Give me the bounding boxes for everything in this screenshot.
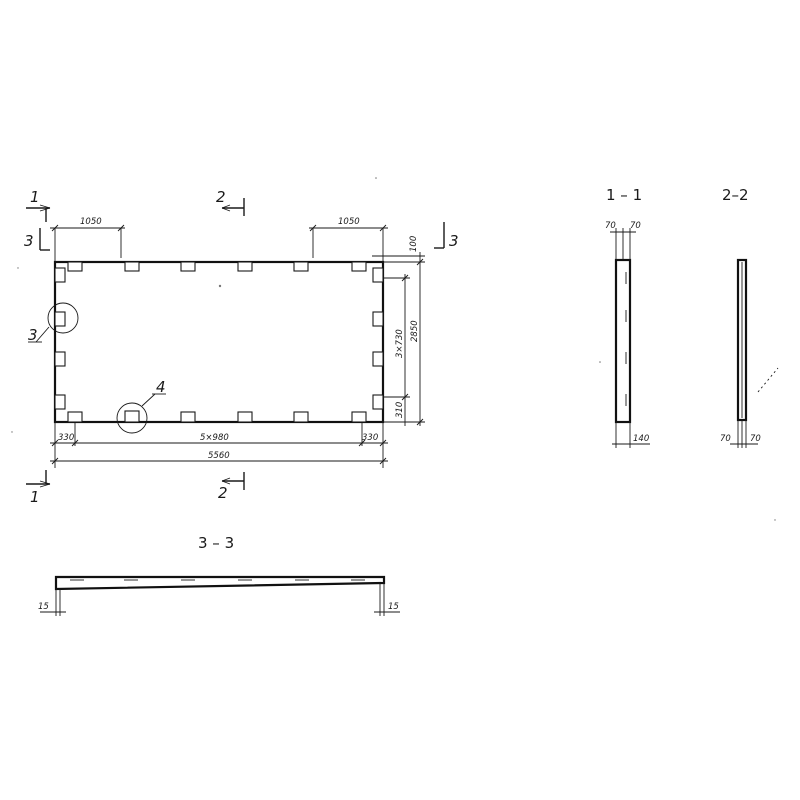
- embedded-part: [293, 411, 309, 423]
- embedded-part: [124, 410, 140, 423]
- dim-310: 310: [395, 402, 405, 418]
- embedded-parts-left: [54, 267, 66, 410]
- section-3-3-dim-15-right: 15: [388, 602, 399, 612]
- section-2-2: 2–2 70 70: [720, 186, 779, 448]
- cut-1-marker-top: 1: [26, 188, 51, 222]
- section-1-1-dim-70a: 70: [605, 221, 616, 231]
- embedded-parts-top: [67, 261, 367, 272]
- section-2-2-dim-70a: 70: [720, 434, 731, 444]
- dim-100: 100: [409, 236, 419, 252]
- embedded-part: [237, 411, 253, 423]
- embedded-part: [351, 261, 367, 272]
- section-3-3-title: 3 – 3: [198, 534, 234, 552]
- cut-2-marker-top: 2: [216, 188, 245, 216]
- node-3-circle: [47, 302, 79, 334]
- dim-5560: 5560: [208, 451, 230, 461]
- scan-noise: [11, 177, 776, 521]
- node-4-circle: [116, 402, 148, 434]
- dim-3x730: 3×730: [395, 329, 405, 358]
- embedded-part: [372, 267, 384, 283]
- embedded-part: [372, 394, 384, 410]
- slab-outline: [53, 260, 385, 424]
- embedded-part: [180, 411, 196, 423]
- node-3-label: 3: [28, 326, 38, 344]
- embedded-part: [54, 311, 66, 327]
- section-3-3-slab: [54, 575, 386, 591]
- section-1-1-title: 1 – 1: [606, 186, 642, 204]
- center-mark: [218, 284, 222, 288]
- cut-1-marker-bottom: 1: [26, 470, 51, 506]
- cut-3-marker-left: 3: [24, 228, 50, 251]
- section-3-3: 3 – 3 15 15: [38, 534, 400, 616]
- embedded-part: [237, 261, 253, 272]
- embedded-part: [180, 261, 196, 272]
- embedded-part: [54, 267, 66, 283]
- dim-330-right: 330: [362, 433, 378, 443]
- embedded-part: [54, 394, 66, 410]
- cut-3-label-left: 3: [24, 232, 34, 250]
- embedded-part: [372, 351, 384, 367]
- node-4-label: 4: [156, 378, 166, 396]
- embedded-part: [351, 411, 367, 423]
- section-1-1-dim-140: 140: [633, 434, 649, 444]
- embedded-part: [54, 351, 66, 367]
- section-1-1-slab: [614, 258, 632, 424]
- dim-5x980: 5×980: [200, 433, 229, 443]
- dim-2850: 2850: [410, 320, 420, 342]
- section-1-1: 1 – 1 70 70 140: [605, 186, 650, 448]
- cut-1-label-bottom: 1: [30, 488, 40, 506]
- dim-330-left: 330: [58, 433, 74, 443]
- cut-2-label-bottom: 2: [218, 484, 228, 502]
- embedded-part: [293, 261, 309, 272]
- section-3-3-dim-15-left: 15: [38, 602, 49, 612]
- embedded-parts-right: [372, 267, 384, 410]
- cut-1-label-top: 1: [30, 188, 40, 206]
- cut-2-label-top: 2: [216, 188, 226, 206]
- embedded-part: [67, 261, 83, 272]
- dim-1050-left: 1050: [80, 217, 102, 227]
- cut-3-label-right: 3: [449, 232, 459, 250]
- section-1-1-dim-70b: 70: [630, 221, 641, 231]
- section-2-2-dim-70b: 70: [750, 434, 761, 444]
- embedded-parts-bottom: [67, 410, 367, 423]
- cut-2-marker-bottom: 2: [218, 472, 245, 502]
- embedded-part: [372, 311, 384, 327]
- embedded-part: [67, 411, 83, 423]
- section-2-2-title: 2–2: [722, 186, 749, 204]
- plan-view: 3 4 1050 1050 100 3×730 2850 310: [24, 188, 459, 506]
- cut-3-marker-right: 3: [434, 222, 459, 250]
- dim-1050-right: 1050: [338, 217, 360, 227]
- embedded-part: [124, 261, 140, 272]
